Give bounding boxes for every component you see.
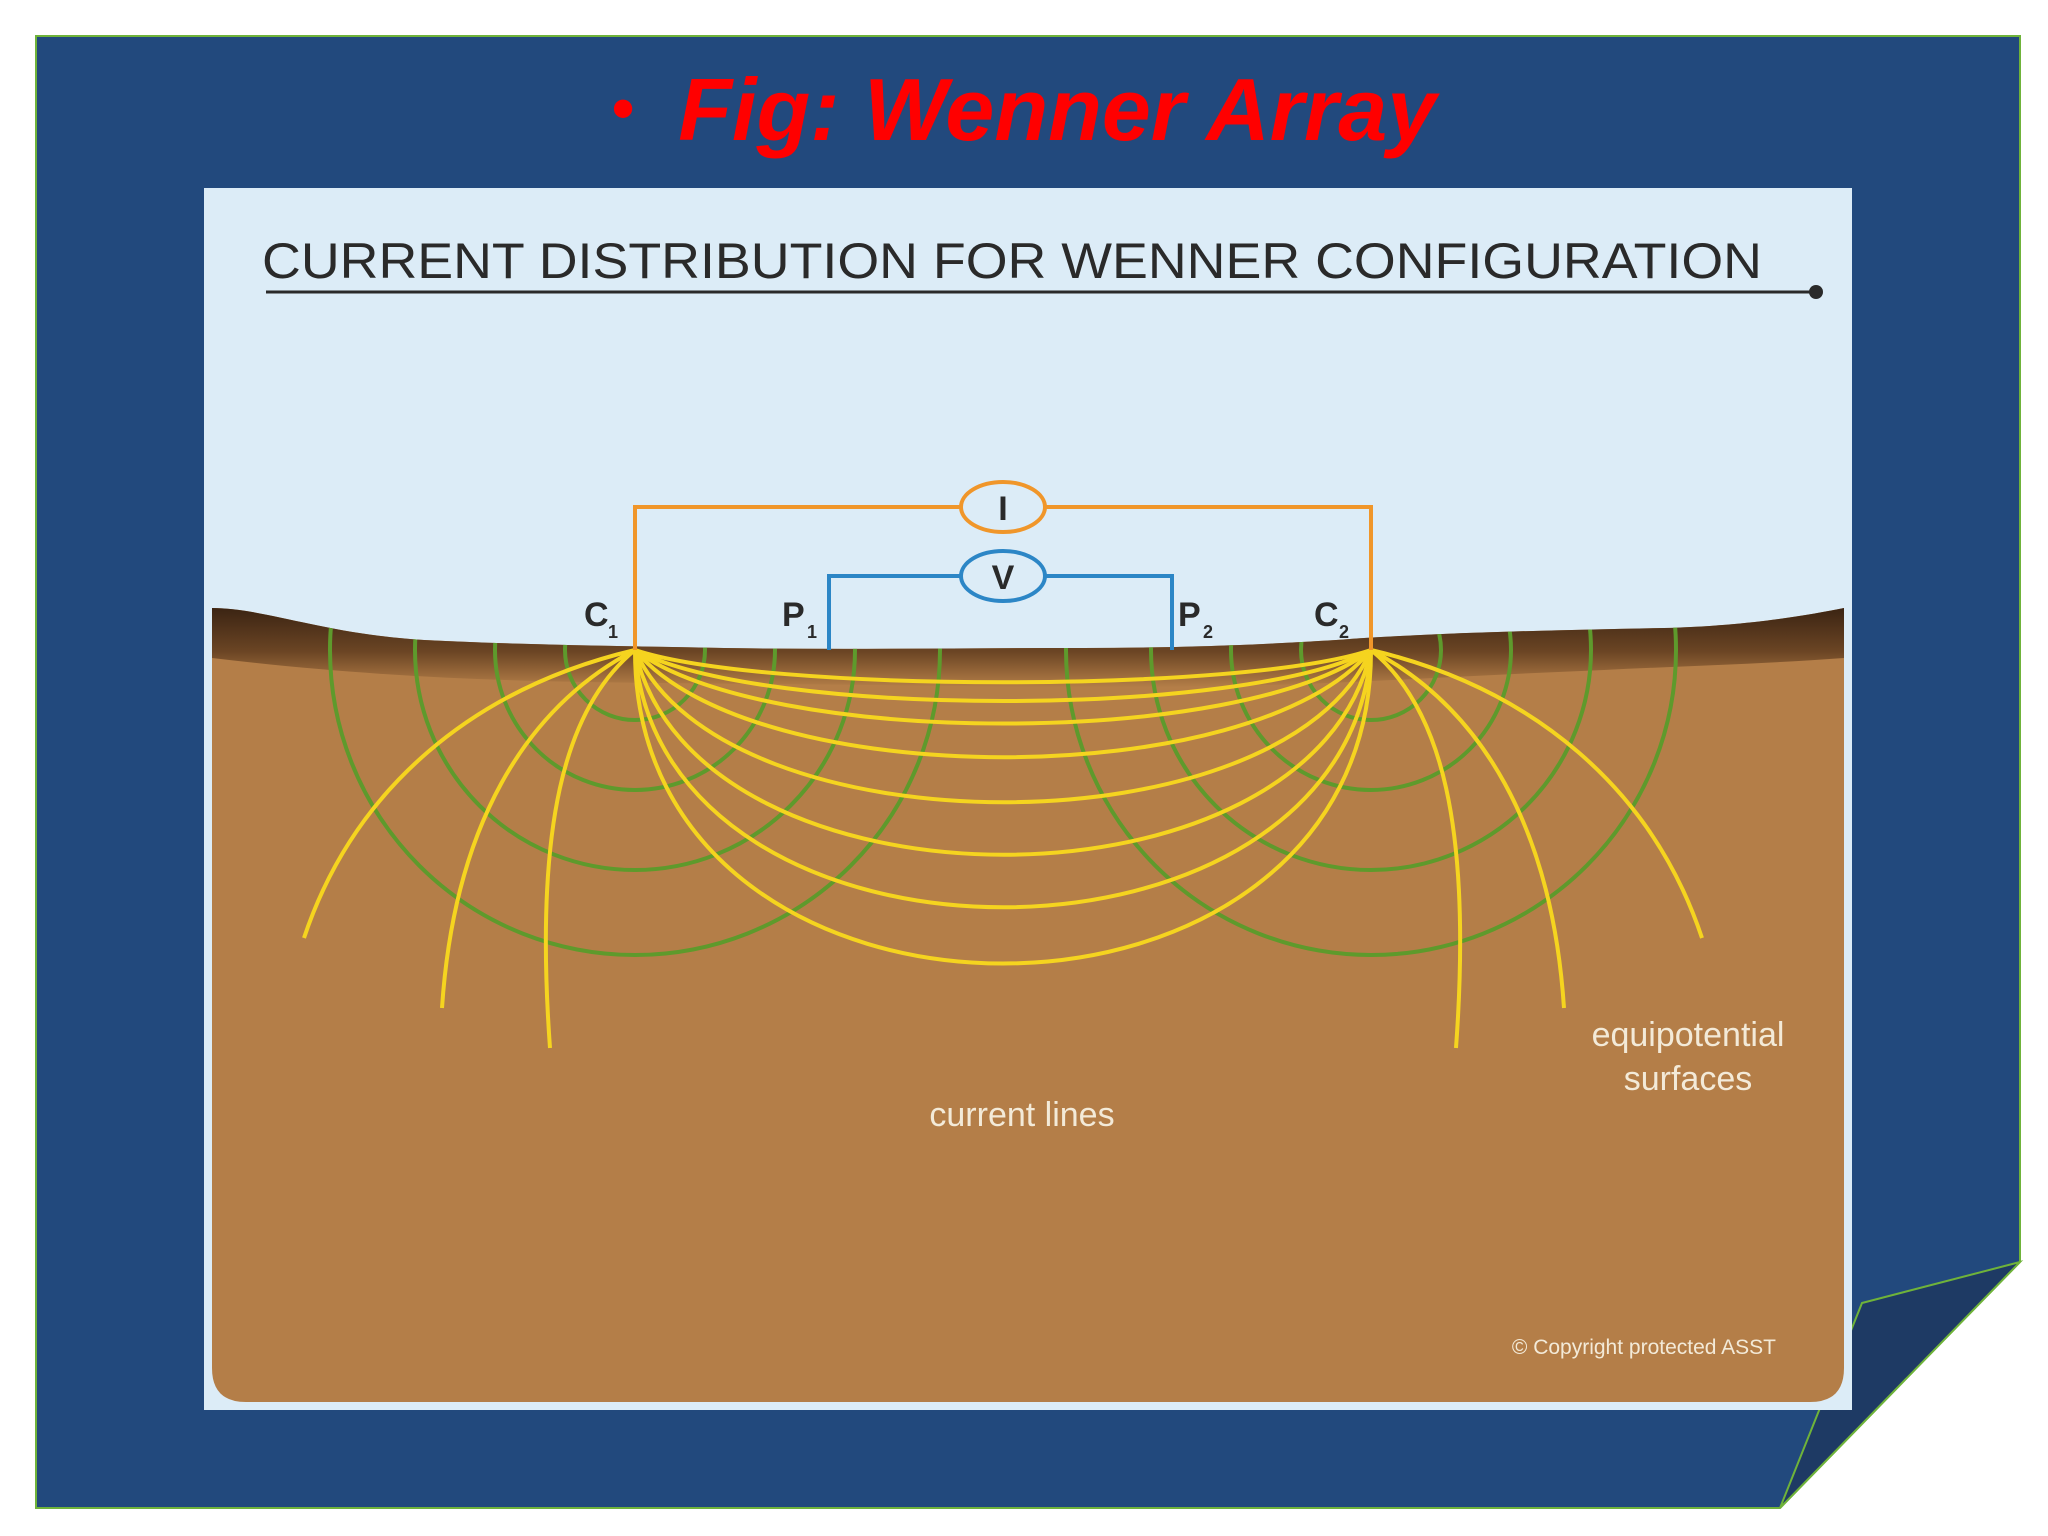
current-line xyxy=(632,649,1374,966)
electrode-c2-label: C 2 xyxy=(1314,596,1349,642)
equipotential-c1-1 xyxy=(563,608,707,722)
electrode-letter: C xyxy=(1314,596,1339,634)
current-line xyxy=(1369,648,1463,1049)
equipotential-c2-2 xyxy=(1229,608,1513,792)
copyright-notice: © Copyright protected ASST xyxy=(1512,1336,1776,1359)
current-line xyxy=(634,648,1372,685)
slide-title: • Fig: Wenner Array xyxy=(0,52,2048,166)
electrode-index: 2 xyxy=(1339,622,1349,642)
current-line xyxy=(633,649,1373,910)
equipotential-label-line1: equipotential xyxy=(1592,1016,1785,1054)
current-line xyxy=(633,649,1373,805)
current-lines-label: current lines xyxy=(929,1096,1114,1134)
electrode-index: 1 xyxy=(807,622,817,642)
electrode-letter: C xyxy=(584,596,609,634)
equipotential-c2-3 xyxy=(1149,608,1593,872)
electrode-letter: P xyxy=(782,596,805,634)
soil xyxy=(212,608,1844,1402)
current-meter-label: I xyxy=(998,490,1007,528)
equipotential-c1-3 xyxy=(413,608,857,872)
wenner-diagram: CURRENT DISTRIBUTION FOR WENNER CONFIGUR… xyxy=(204,188,1852,1410)
current-line xyxy=(633,648,1373,760)
current-line xyxy=(634,648,1372,703)
title-underline-dot xyxy=(1809,285,1823,299)
title-text: Fig: Wenner Array xyxy=(678,60,1437,159)
equipotential-c1-2 xyxy=(493,608,777,792)
current-line xyxy=(1370,648,1704,939)
equipotential-c2-4 xyxy=(1064,608,1678,957)
electrode-c1-label: C 1 xyxy=(584,596,618,642)
equipotential-surfaces xyxy=(328,608,1678,957)
electrode-p1-label: P 1 xyxy=(782,596,817,642)
electrode-p2-label: P 2 xyxy=(1178,596,1213,642)
equipotential-c1-4 xyxy=(328,608,942,957)
electrode-index: 1 xyxy=(608,622,618,642)
voltage-meter-label: V xyxy=(992,559,1015,597)
electrode-letter: P xyxy=(1178,596,1201,634)
current-meter xyxy=(959,480,1047,534)
title-bullet: • xyxy=(611,72,635,144)
current-lines xyxy=(302,648,1704,1049)
field-lines xyxy=(302,608,1704,1049)
current-line xyxy=(302,648,636,939)
current-line xyxy=(633,649,1373,857)
diagram-title: CURRENT DISTRIBUTION FOR WENNER CONFIGUR… xyxy=(262,233,1762,289)
equipotential-c2-1 xyxy=(1299,608,1443,722)
equipotential-label-line2: surfaces xyxy=(1624,1060,1753,1098)
current-line xyxy=(440,648,636,1009)
voltage-meter xyxy=(959,549,1047,603)
current-line xyxy=(543,648,637,1049)
electrode-index: 2 xyxy=(1203,622,1213,642)
current-line xyxy=(633,648,1373,726)
current-line xyxy=(1370,648,1566,1009)
